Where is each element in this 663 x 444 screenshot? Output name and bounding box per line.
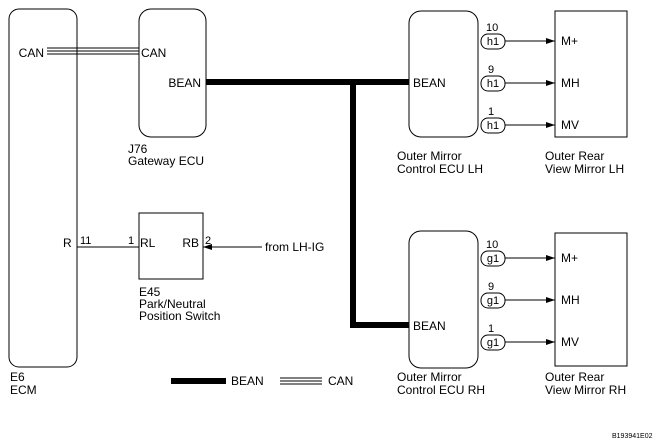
rh-pin-number: 9: [488, 281, 494, 293]
ecm-r-pin: R: [63, 236, 72, 250]
lh-terminal-label: M+: [561, 34, 578, 48]
rh-connector-label: g1: [487, 295, 499, 307]
lh-connector-label: h1: [487, 120, 499, 132]
rh-terminal-label: MV: [561, 335, 579, 349]
rh-terminal-label: M+: [561, 251, 578, 265]
ecu-rh-box: [408, 230, 479, 369]
gateway-can-pin: CAN: [141, 46, 166, 60]
arrow-icon: [546, 255, 555, 261]
ecu-rh-bean-pin: BEAN: [413, 319, 446, 333]
gateway-code: J76: [128, 142, 148, 156]
lh-pin-number: 9: [488, 64, 494, 76]
rh-pin-number: 1: [488, 323, 494, 335]
switch-code: E45: [139, 285, 161, 299]
ecu-lh-bean-pin: BEAN: [413, 76, 446, 90]
lh-terminal-label: MH: [561, 76, 580, 90]
ecu-rh-name-line1: Outer Mirror: [397, 370, 462, 384]
mirror-lh-name-line2: View Mirror LH: [545, 162, 624, 176]
rh-connection-1: g1 9 MH: [480, 281, 580, 309]
rh-connection-2: g1 1 MV: [480, 323, 579, 351]
figure-code: B193941E02: [612, 433, 653, 440]
arrow-icon: [203, 244, 212, 250]
switch-rb-pin: RB: [182, 236, 199, 250]
lh-pin-number: 10: [486, 22, 498, 34]
legend: BEAN CAN: [171, 374, 353, 388]
lh-pin-number: 1: [488, 106, 494, 118]
ecm-pin-number: 11: [80, 235, 91, 247]
ecm-name: ECM: [10, 383, 37, 397]
lh-connector-label: h1: [487, 78, 499, 90]
lh-terminal-label: MV: [561, 118, 579, 132]
ecu-lh-box: [408, 10, 479, 138]
gateway-name: Gateway ECU: [128, 154, 204, 168]
arrow-icon: [546, 38, 555, 44]
mirror-lh-name-line1: Outer Rear: [545, 149, 604, 163]
ecu-lh-name-line2: Control ECU LH: [397, 162, 483, 176]
mirror-rh-name-line2: View Mirror RH: [545, 383, 626, 397]
rh-connector-label: g1: [487, 337, 499, 349]
gateway-ecu-box: [138, 8, 207, 138]
legend-can-swatch: [280, 377, 322, 385]
ecu-rh-name-line2: Control ECU RH: [397, 383, 485, 397]
can-bus-line: [47, 47, 142, 55]
switch-box: [138, 212, 204, 280]
switch-pin-number-rl: 1: [128, 235, 134, 247]
gateway-bean-pin: BEAN: [168, 76, 201, 90]
lh-connection-2: h1 1 MV: [480, 106, 579, 134]
arrow-icon: [546, 122, 555, 128]
arrow-icon: [546, 297, 555, 303]
rh-connection-0: g1 10 M+: [480, 239, 578, 267]
switch-name-line1: Park/Neutral: [139, 297, 206, 311]
switch-rl-pin: RL: [140, 236, 156, 250]
legend-bean-label: BEAN: [231, 374, 264, 388]
arrow-icon: [546, 339, 555, 345]
rh-pin-number: 10: [486, 239, 498, 251]
rh-connector-label: g1: [487, 253, 499, 265]
ecm-can-pin: CAN: [19, 46, 44, 60]
ecu-lh-name-line1: Outer Mirror: [397, 149, 462, 163]
ecm-box: [8, 8, 78, 368]
bean-bus-line: [206, 79, 413, 328]
legend-can-label: CAN: [328, 374, 353, 388]
rh-terminal-label: MH: [561, 293, 580, 307]
switch-pin-number-rb: 2: [205, 235, 211, 247]
ecm-code: E6: [10, 370, 25, 384]
lh-connection-0: h1 10 M+: [480, 22, 578, 50]
switch-source-label: from LH-IG: [265, 240, 324, 254]
switch-name-line2: Position Switch: [139, 309, 220, 323]
lh-connection-1: h1 9 MH: [480, 64, 580, 92]
mirror-lh-box: [554, 10, 628, 138]
mirror-rh-name-line1: Outer Rear: [545, 370, 604, 384]
arrow-icon: [546, 80, 555, 86]
lh-connector-label: h1: [487, 36, 499, 48]
